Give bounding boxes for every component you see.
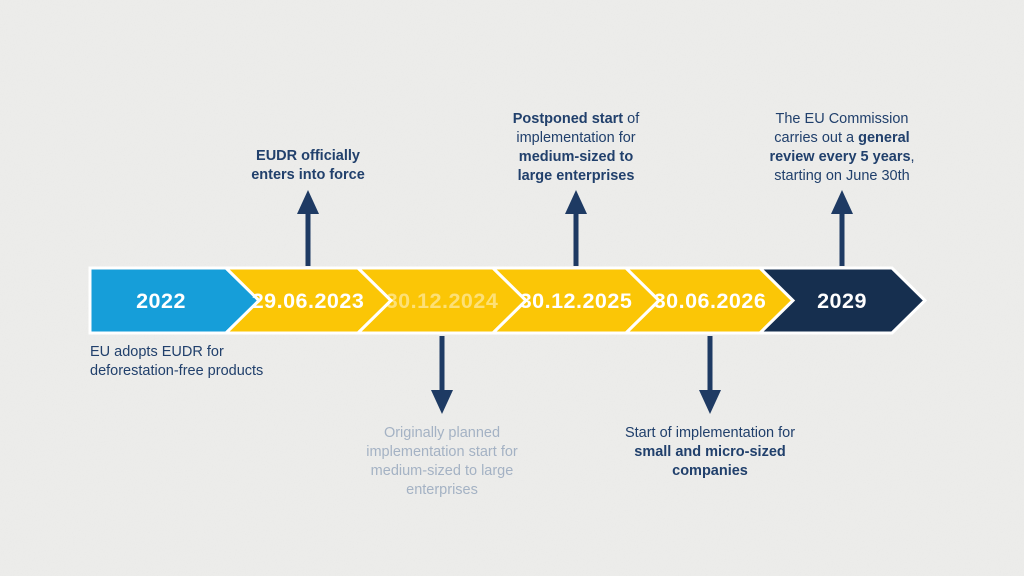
segment-2029-label: 2029 xyxy=(817,289,867,313)
segment-2026-label: 30.06.2026 xyxy=(654,289,767,313)
up-arrow-2029 xyxy=(831,190,853,266)
segment-2024-label: 30.12.2024 xyxy=(386,289,499,313)
timeline-labels: 2022 29.06.2023 30.12.2024 30.12.2025 30… xyxy=(136,289,867,313)
timeline-bar xyxy=(88,266,928,335)
annotation-small-companies: Start of implementation for small and mi… xyxy=(615,424,805,481)
annotation-review-regular2: , starting on June 30th xyxy=(774,149,915,184)
annotation-small-companies-bold: small and micro-sized companies xyxy=(634,444,786,479)
annotation-postponed-bold2: medium-sized to large enterprises xyxy=(517,149,635,184)
annotation-adoption-text: EU adopts EUDR for deforestation-free pr… xyxy=(90,344,264,379)
annotation-original-plan-text: Originally planned implementation start … xyxy=(366,425,518,498)
annotation-postponed-start: Postponed start of implementation for me… xyxy=(501,110,651,186)
annotation-original-plan: Originally planned implementation start … xyxy=(357,424,527,500)
annotation-enters-force-text: EUDR officially enters into force xyxy=(251,148,365,183)
annotation-enters-force: EUDR officially enters into force xyxy=(238,147,378,185)
segment-2029-shape xyxy=(756,266,928,335)
up-arrow-2025 xyxy=(565,190,587,266)
annotation-small-companies-regular: Start of implementation for xyxy=(624,425,796,441)
segment-2025-label: 30.12.2025 xyxy=(520,289,633,313)
segment-2022-label: 2022 xyxy=(136,289,186,313)
annotation-review-bold: general review every 5 years xyxy=(769,130,911,165)
annotation-general-review: The EU Commission carries out a general … xyxy=(762,110,922,186)
annotation-eu-adoption: EU adopts EUDR for deforestation-free pr… xyxy=(90,343,280,381)
annotation-postponed-regular: of implementation for xyxy=(516,111,640,146)
down-arrow-2026 xyxy=(699,336,721,414)
down-arrow-2024 xyxy=(431,336,453,414)
annotation-review-regular: The EU Commission carries out a xyxy=(774,111,909,146)
up-arrow-2023 xyxy=(297,190,319,266)
annotation-postponed-bold: Postponed start xyxy=(512,111,624,127)
segment-2023-label: 29.06.2023 xyxy=(252,289,365,313)
